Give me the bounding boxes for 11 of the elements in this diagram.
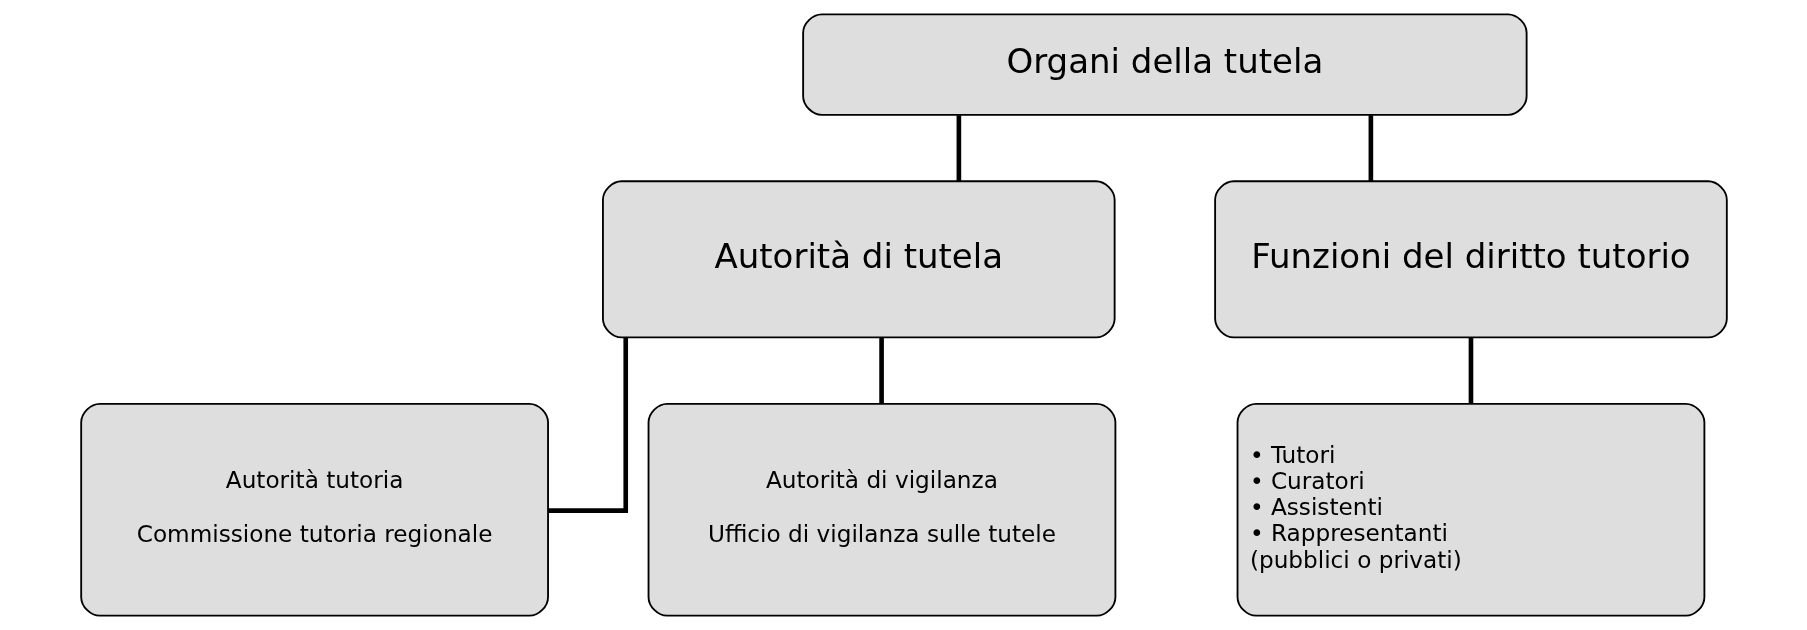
node-box: Autorità di tutela [601, 180, 1116, 339]
connector [547, 337, 628, 513]
connector [1468, 337, 1473, 404]
node-box: Autorità tutoria Commissione tutoria regionale [79, 402, 549, 617]
node-box: Funzioni del diritto tutorio [1213, 180, 1728, 339]
node-box: Organi della tutela [801, 13, 1528, 116]
connector [1368, 115, 1373, 181]
connector [878, 337, 884, 404]
connector [956, 115, 961, 181]
node-box: Autorità di vigilanza Ufficio di vigilanza sulle tutele [647, 402, 1116, 617]
node-box: • Tutori • Curatori • Assistenti • Rappresentanti (pubblici o privati) [1236, 402, 1705, 617]
